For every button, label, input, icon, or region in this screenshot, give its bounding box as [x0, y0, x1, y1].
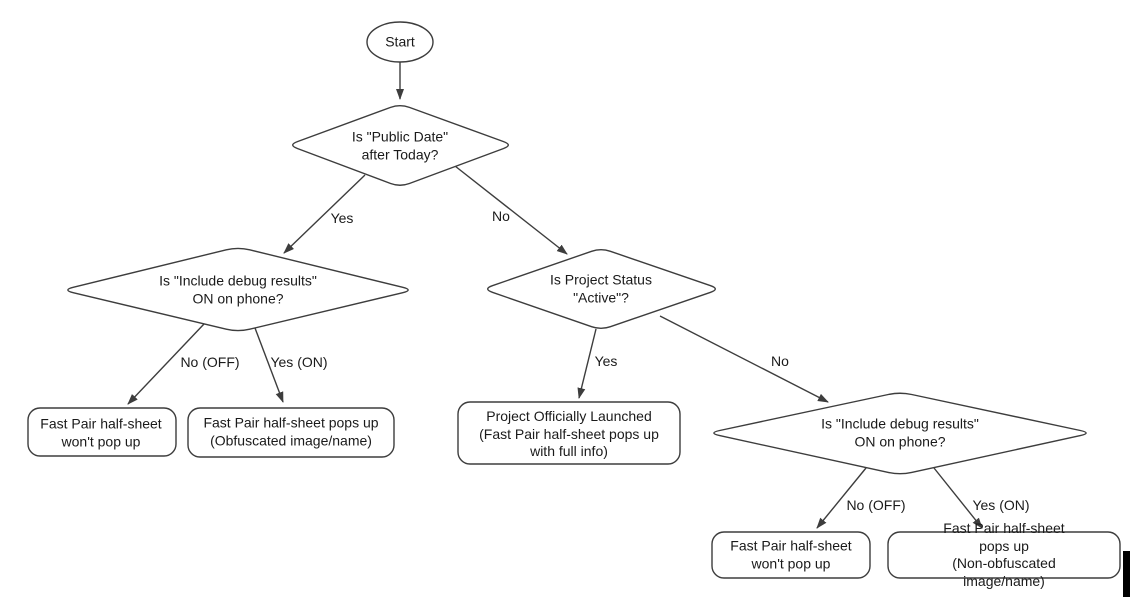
edge-label-public-date-yes: Yes: [330, 210, 354, 226]
decision-public-date: [292, 105, 509, 186]
result-wont-popup-left: [27, 407, 177, 457]
edge-project-status-no: [659, 315, 829, 403]
decision-public-date-label: Is "Public Date" after Today?: [351, 128, 449, 163]
edge-project-status-yes: [577, 328, 597, 399]
edge-debug-left-no: [127, 323, 205, 405]
result-launched-label: Project Officially Launched (Fast Pair h…: [479, 407, 659, 459]
edge-public-date-no: [454, 165, 568, 255]
decision-project-status-label: Is Project Status "Active"?: [550, 271, 652, 306]
result-launched: [457, 401, 681, 465]
edge-label-debug-left-no: No (OFF): [180, 354, 240, 370]
start-label: Start: [385, 33, 415, 50]
result-non-obfuscated: [887, 531, 1121, 579]
result-non-obfuscated-label: Fast Pair half-sheet pops up (Non-obfusc…: [943, 520, 1065, 589]
decision-debug-right-label: Is "Include debug results" ON on phone?: [821, 415, 979, 450]
result-wont-popup-left-label: Fast Pair half-sheet won't pop up: [40, 415, 162, 450]
edge-label-debug-left-yes: Yes (ON): [270, 354, 328, 370]
decision-debug-left-label: Is "Include debug results" ON on phone?: [159, 272, 317, 307]
text-cursor: [1123, 551, 1130, 597]
result-wont-popup-right: [711, 531, 871, 579]
decision-debug-left: [67, 247, 409, 332]
start-node: [366, 21, 434, 63]
edge-label-public-date-no: No: [492, 208, 510, 224]
edge-debug-right-yes: [933, 467, 983, 529]
result-obfuscated-label: Fast Pair half-sheet pops up (Obfuscated…: [203, 414, 379, 449]
edge-label-project-status-yes: Yes: [594, 353, 618, 369]
edge-label-project-status-no: No: [771, 353, 789, 369]
result-obfuscated: [187, 407, 395, 458]
edge-debug-right-no: [816, 467, 867, 529]
edge-label-debug-right-yes: Yes (ON): [972, 497, 1030, 513]
edge-debug-left-yes: [254, 327, 284, 403]
decision-project-status: [487, 248, 716, 330]
edge-label-debug-right-no: No (OFF): [846, 497, 906, 513]
result-wont-popup-right-label: Fast Pair half-sheet won't pop up: [730, 537, 852, 572]
edge-public-date-yes: [283, 174, 366, 254]
decision-debug-right: [713, 392, 1087, 475]
